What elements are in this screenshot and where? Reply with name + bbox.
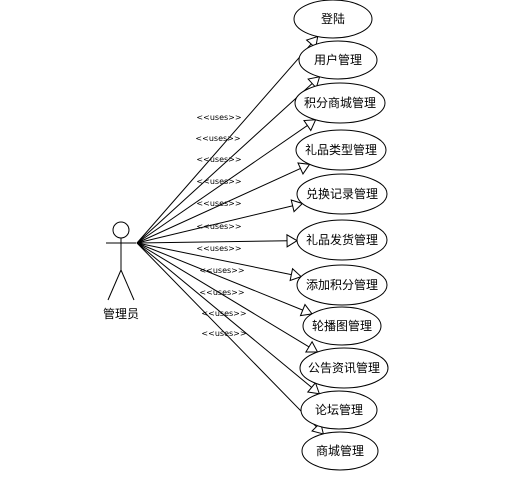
use-case-label: 添加积分管理 — [306, 277, 378, 292]
uses-label: <<uses>> — [201, 329, 246, 338]
use-case-ellipse — [298, 40, 378, 80]
actor-right-leg — [120, 269, 135, 301]
arrow-head-icon — [299, 303, 313, 317]
use-case-ellipse — [301, 431, 379, 471]
use-case-label: 礼品发货管理 — [306, 232, 378, 247]
arrow-head-icon — [304, 340, 319, 353]
association-line — [136, 163, 310, 244]
use-case-label: 商城管理 — [316, 443, 364, 458]
use-case-ellipse — [300, 390, 378, 430]
uses-label-layer: <<uses>> <<uses>> <<uses>> <<uses>> <<uses>>… — [195, 113, 246, 338]
use-case-ellipse — [296, 173, 388, 215]
actor-name: 管理员 — [103, 306, 139, 321]
use-case-layer: 登陆用户管理积分商城管理礼品类型管理兑换记录管理礼品发货管理添加积分管理轮播图管… — [293, 0, 389, 471]
use-case-ellipse — [299, 347, 389, 389]
uses-label: <<uses>> — [196, 113, 241, 122]
use-case-label: 论坛管理 — [315, 402, 363, 417]
association-line — [136, 36, 319, 244]
use-case: 用户管理 — [298, 40, 378, 80]
use-case-ellipse — [295, 129, 387, 171]
use-case: 商城管理 — [301, 431, 379, 471]
actor-figure — [106, 221, 136, 301]
use-case-label: 礼品类型管理 — [305, 142, 377, 157]
uses-label: <<uses>> — [199, 266, 244, 275]
association-line — [136, 240, 298, 244]
uses-label: <<uses>> — [196, 177, 241, 186]
use-case: 兑换记录管理 — [296, 173, 388, 215]
actor-head — [112, 221, 130, 239]
use-case-label: 积分商城管理 — [304, 95, 376, 110]
arrow-head-icon — [297, 162, 311, 175]
use-case-ellipse — [296, 264, 388, 306]
use-case: 积分商城管理 — [294, 82, 386, 124]
use-case: 添加积分管理 — [296, 264, 388, 306]
arrow-head-icon — [290, 199, 304, 213]
use-case-label: 兑换记录管理 — [306, 186, 378, 201]
uses-label: <<uses>> — [196, 244, 241, 253]
use-case-label: 用户管理 — [314, 52, 362, 67]
association-line — [136, 119, 316, 244]
use-case: 轮播图管理 — [302, 306, 382, 346]
use-case-label: 公告资讯管理 — [308, 360, 380, 375]
use-case: 礼品类型管理 — [295, 129, 387, 171]
use-case-label: 轮播图管理 — [312, 318, 372, 333]
use-case: 公告资讯管理 — [299, 347, 389, 389]
actor-left-leg — [107, 269, 122, 301]
arrow-head-icon — [303, 119, 317, 132]
association-line — [136, 242, 313, 315]
uses-label: <<uses>> — [196, 222, 241, 231]
arrow-head-icon — [289, 267, 303, 282]
use-case-ellipse — [296, 219, 388, 261]
association-layer — [136, 35, 325, 435]
association-line — [136, 76, 320, 244]
uses-label: <<uses>> — [195, 134, 240, 143]
association-line — [136, 202, 303, 244]
association-line — [136, 242, 324, 435]
association-line — [136, 242, 320, 395]
use-case-ellipse — [294, 82, 386, 124]
use-case: 礼品发货管理 — [296, 219, 388, 261]
association-line — [136, 242, 318, 353]
use-case: 论坛管理 — [300, 390, 378, 430]
uses-label: <<uses>> — [196, 155, 241, 164]
association-line — [136, 242, 302, 278]
uses-label: <<uses>> — [196, 199, 241, 208]
use-case-ellipse — [302, 306, 382, 346]
uses-label: <<uses>> — [201, 309, 246, 318]
use-case-ellipse — [293, 0, 373, 39]
uses-label: <<uses>> — [199, 288, 244, 297]
arrow-head-icon — [286, 233, 298, 248]
use-case-label: 登陆 — [321, 11, 345, 26]
use-case: 登陆 — [293, 0, 373, 39]
arrow-head-icon — [307, 76, 321, 89]
arrow-head-icon — [306, 381, 321, 395]
